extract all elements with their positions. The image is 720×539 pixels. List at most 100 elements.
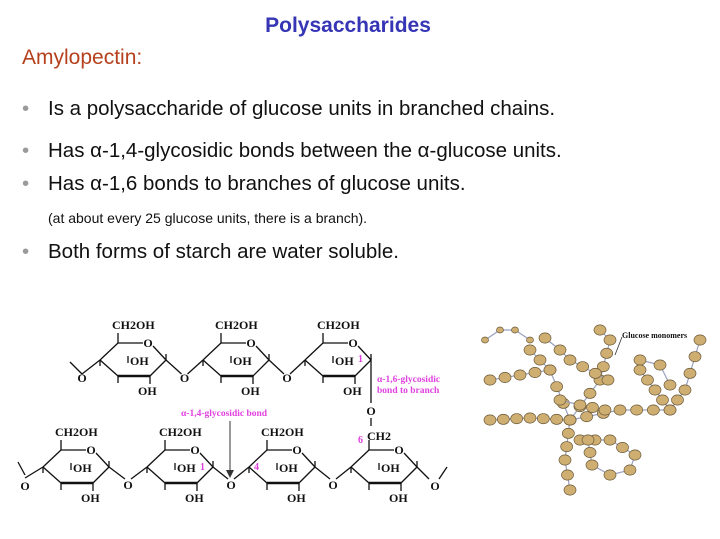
atom-label: OH bbox=[185, 491, 204, 505]
bond-line bbox=[99, 359, 119, 377]
glucose-monomer-icon bbox=[583, 387, 597, 399]
atom-label: O bbox=[190, 443, 199, 457]
bond-line bbox=[289, 359, 306, 375]
alpha16-bond-label: bond to branch bbox=[377, 386, 440, 396]
ch2oh-label: CH2OH bbox=[317, 318, 360, 332]
glucose-monomer-icon bbox=[678, 384, 692, 396]
glucose-monomer-icon bbox=[553, 394, 567, 406]
bond-line bbox=[400, 466, 418, 484]
glucose-monomer-icon bbox=[496, 413, 510, 425]
carbon-number: 6 bbox=[358, 435, 363, 446]
glucose-monomer-icon bbox=[563, 354, 577, 366]
atom-label: O bbox=[143, 336, 152, 350]
glucose-monomer-icon bbox=[573, 399, 587, 411]
bond-line bbox=[255, 345, 270, 361]
bond-line bbox=[202, 342, 222, 361]
ch2oh-label: CH2OH bbox=[55, 425, 98, 439]
glucose-monomer-icon bbox=[580, 411, 594, 423]
glucose-monomer-icon bbox=[558, 454, 572, 466]
bond-line bbox=[248, 466, 268, 484]
bond-line bbox=[357, 345, 372, 361]
bond-line bbox=[146, 466, 166, 484]
glucose-monomer-icon bbox=[583, 447, 597, 458]
glucose-monomer-icon bbox=[528, 367, 542, 378]
glucose-monomer-icon bbox=[688, 351, 702, 363]
bond-line bbox=[130, 466, 148, 480]
atom-label: O bbox=[123, 478, 132, 492]
glucose-monomer-icon bbox=[561, 469, 574, 481]
glucose-monomer-icon bbox=[481, 336, 489, 344]
bullet-item: • Both forms of starch are water soluble. bbox=[22, 240, 399, 264]
glucose-monomer-icon bbox=[653, 359, 667, 371]
atom-label: O bbox=[394, 443, 403, 457]
glucose-monomer-icon bbox=[646, 404, 660, 416]
atom-label: O bbox=[180, 371, 189, 385]
atom-label: OH bbox=[381, 461, 400, 475]
atom-label: O bbox=[292, 443, 301, 457]
glycosidic-link bbox=[484, 329, 531, 341]
ch2oh-label: CH2OH bbox=[112, 318, 155, 332]
bond-line bbox=[187, 359, 204, 375]
bond-line bbox=[314, 466, 331, 480]
bullet-text: Both forms of starch are water soluble. bbox=[48, 240, 399, 263]
glucose-monomer-icon bbox=[641, 374, 654, 386]
bond-line bbox=[42, 466, 62, 484]
glucose-monomer-icon bbox=[623, 464, 637, 476]
glycosidic-link bbox=[569, 329, 611, 421]
glucose-monomer-icon bbox=[550, 381, 564, 393]
glucose-monomer-icon bbox=[543, 364, 557, 376]
glucose-monomer-icon bbox=[693, 334, 707, 346]
glucose-monomer-icon bbox=[613, 404, 627, 416]
glucose-monomer-icon bbox=[560, 441, 574, 453]
glucose-monomer-icon bbox=[683, 367, 697, 379]
glucose-monomer-icon bbox=[523, 412, 537, 424]
bond-line bbox=[165, 359, 182, 375]
glucose-monomer-icon bbox=[538, 332, 552, 344]
bullet-item: •Has α-1,6 bonds to branches of glucose … bbox=[22, 172, 466, 196]
glucose-monomer-icon bbox=[656, 394, 669, 406]
bond-line bbox=[298, 466, 316, 484]
bond-line bbox=[301, 452, 316, 468]
glucose-monomer-icon bbox=[593, 324, 607, 336]
atom-label: OH bbox=[73, 461, 92, 475]
bond-line bbox=[95, 452, 110, 468]
atom-label: OH bbox=[138, 384, 157, 398]
bond-line bbox=[335, 466, 352, 480]
glucose-monomer-icon bbox=[603, 469, 617, 481]
bond-line bbox=[403, 452, 418, 468]
bond-line bbox=[248, 449, 268, 468]
glucose-monomer-icon bbox=[533, 354, 547, 366]
atom-label: O bbox=[348, 336, 357, 350]
bullet-text: Has α-1,6 bonds to branches of glucose u… bbox=[48, 172, 466, 195]
glucose-monomer-icon bbox=[603, 334, 617, 346]
bullet-dot-icon: • bbox=[22, 240, 30, 263]
bond-line bbox=[304, 359, 324, 377]
glucose-monomer-icon bbox=[563, 414, 577, 426]
bond-line bbox=[233, 466, 250, 480]
bullet-item: • Is a polysaccharide of glucose units in… bbox=[22, 97, 555, 121]
bond-line bbox=[152, 345, 167, 361]
atom-label: O bbox=[226, 478, 235, 492]
atom-label: O bbox=[246, 336, 255, 350]
bond-line bbox=[69, 361, 83, 375]
bond-line bbox=[350, 449, 370, 468]
glucose-monomer-icon bbox=[601, 374, 615, 386]
glucose-monomer-icon bbox=[671, 394, 684, 406]
atom-label: OH bbox=[287, 491, 306, 505]
atom-label: OH bbox=[343, 384, 362, 398]
alpha14-bond-label: α-1,4-glycosidic bond bbox=[181, 409, 268, 419]
atom-label: OH bbox=[279, 461, 298, 475]
slide-title: Polysaccharides bbox=[265, 14, 431, 37]
arrow-head-icon bbox=[226, 470, 234, 478]
glucose-monomer-icon bbox=[483, 374, 497, 386]
ch2-label: CH2 bbox=[367, 429, 391, 443]
bullet-dot-icon: • bbox=[22, 97, 30, 120]
glucose-monomer-icon bbox=[663, 404, 677, 416]
bond-line bbox=[416, 466, 430, 480]
glucose-monomer-icon bbox=[563, 484, 577, 496]
bond-line bbox=[81, 359, 101, 375]
glucose-monomer-icon bbox=[510, 413, 524, 425]
bullet-text: Is a polysaccharide of glucose units in … bbox=[48, 97, 556, 120]
glucose-monomer-icon bbox=[581, 434, 595, 446]
glycosidic-link bbox=[544, 337, 609, 381]
